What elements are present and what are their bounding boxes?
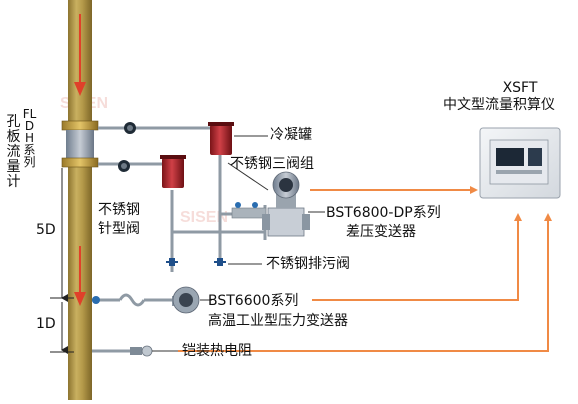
three-valve-manifold xyxy=(231,202,267,219)
dp-transmitter-label-line2: 差压变送器 xyxy=(346,224,416,240)
needle-valve-label-line1: 不锈钢 xyxy=(98,202,140,218)
dp-transmitter-label-line1: BST6800-DP系列 xyxy=(326,205,441,221)
dp-transmitter xyxy=(262,171,310,237)
flowmeter-vertical-label: 孔板流量计 xyxy=(6,114,21,190)
down-arrow-icon xyxy=(74,14,86,96)
svg-text:SISEN: SISEN xyxy=(180,209,228,226)
dimension-5d-label: 5D xyxy=(36,222,56,238)
totalizer-model-label: XSFT xyxy=(502,80,538,96)
needle-valve-icon xyxy=(118,160,130,172)
down-arrow-icon xyxy=(74,246,86,306)
orifice-flowmeter xyxy=(61,120,99,168)
dimension-1d-label: 1D xyxy=(36,316,56,332)
dimension-5d xyxy=(50,168,74,302)
rtd-label: 铠装热电阻 xyxy=(182,343,252,359)
pressure-tap xyxy=(92,293,172,307)
pressure-transmitter-label-line1: BST6600系列 xyxy=(208,293,299,309)
drain-valve-icon xyxy=(214,258,226,266)
impulse-lines xyxy=(98,126,267,272)
signal-lines xyxy=(178,186,552,352)
pressure-transmitter xyxy=(172,286,200,314)
condenser-pot xyxy=(208,122,234,155)
pressure-transmitter-label-line2: 高温工业型压力变送器 xyxy=(208,313,348,329)
leader-lines xyxy=(152,135,325,352)
condenser-label: 冷凝罐 xyxy=(270,127,312,143)
pressure-valve-icon xyxy=(92,296,100,304)
dimension-1d xyxy=(50,302,74,354)
rtd-sensor xyxy=(92,345,153,357)
drain-valve-icon xyxy=(166,258,178,266)
drain-valve-label: 不锈钢排污阀 xyxy=(266,256,350,272)
needle-valve-label-line2: 针型阀 xyxy=(98,221,140,237)
totalizer-name-label: 中文型流量积算仪 xyxy=(443,97,555,113)
condenser-pot xyxy=(160,155,186,188)
three-valve-label: 不锈钢三阀组 xyxy=(230,156,314,172)
flow-totalizer xyxy=(479,127,561,199)
needle-valve-icon xyxy=(124,122,136,134)
flowmeter-series-label: FLDH系列 xyxy=(22,107,37,169)
